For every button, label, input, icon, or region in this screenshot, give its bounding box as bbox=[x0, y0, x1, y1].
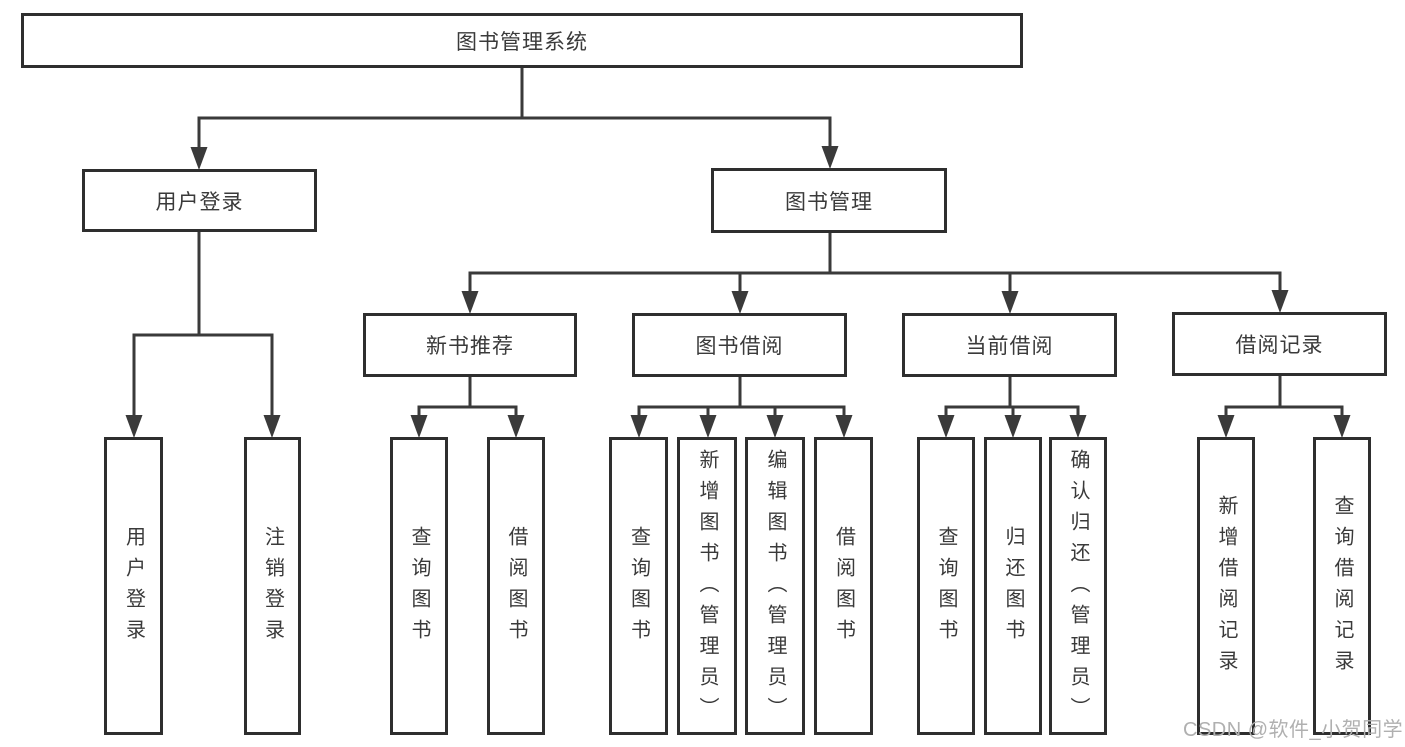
node-book-management: 图书管理 bbox=[711, 168, 947, 233]
leaf-current-query-books: 查询图书 bbox=[917, 437, 975, 735]
node-current-borrowing: 当前借阅 bbox=[902, 313, 1117, 377]
leaf-user-login: 用户登录 bbox=[104, 437, 163, 735]
leaf-borrowing-add-books-admin: 新增图书（管理员） bbox=[677, 437, 737, 735]
node-borrowing-records: 借阅记录 bbox=[1172, 312, 1387, 376]
leaf-current-confirm-return-admin: 确认归还（管理员） bbox=[1049, 437, 1107, 735]
leaf-recommend-query-books: 查询图书 bbox=[390, 437, 448, 735]
leaf-current-return-books: 归还图书 bbox=[984, 437, 1042, 735]
leaf-records-query-record: 查询借阅记录 bbox=[1313, 437, 1371, 735]
leaf-records-add-record: 新增借阅记录 bbox=[1197, 437, 1255, 735]
leaf-borrowing-edit-books-admin: 编辑图书（管理员） bbox=[745, 437, 805, 735]
node-new-book-recommend: 新书推荐 bbox=[363, 313, 577, 377]
leaf-recommend-borrow-books: 借阅图书 bbox=[487, 437, 545, 735]
node-book-borrowing: 图书借阅 bbox=[632, 313, 847, 377]
leaf-borrowing-query-books: 查询图书 bbox=[609, 437, 668, 735]
node-library-management-system: 图书管理系统 bbox=[21, 13, 1023, 68]
node-user-login-branch: 用户登录 bbox=[82, 169, 317, 232]
watermark: CSDN @软件_小贺同学 bbox=[1183, 719, 1404, 741]
leaf-borrowing-borrow-books: 借阅图书 bbox=[814, 437, 873, 735]
leaf-logout: 注销登录 bbox=[244, 437, 301, 735]
